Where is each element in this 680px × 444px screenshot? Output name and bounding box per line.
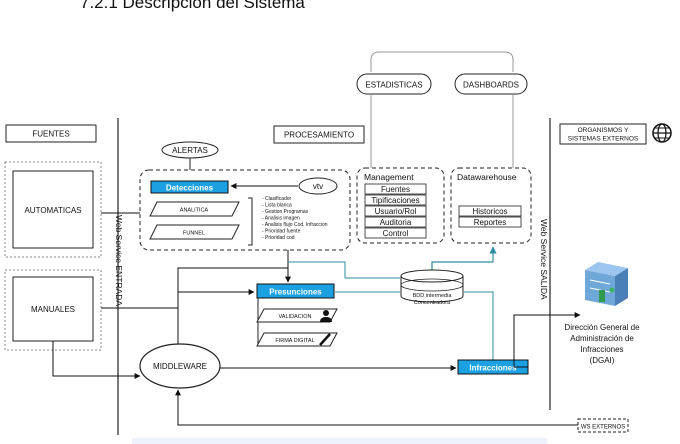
svg-text:FUNNEL: FUNNEL: [183, 231, 205, 237]
svg-text:Historicos: Historicos: [472, 207, 507, 216]
teal-bdd-to-infracciones: [464, 291, 494, 360]
svg-text:- Lista blanca: - Lista blanca: [262, 203, 292, 209]
svg-text:BDD intermedia: BDD intermedia: [413, 293, 453, 299]
svg-text:- Gestion Programas: - Gestion Programas: [262, 209, 309, 215]
ws-externos-box: WS EXTERNOS: [577, 418, 629, 433]
detecciones-items: - Clasificador - Lista blanca - Gestion …: [262, 196, 328, 241]
middleware-node: MIDDLEWARE: [139, 343, 221, 389]
estadisticas-label: ESTADISTICAS: [365, 81, 422, 90]
svg-text:Infracciones: Infracciones: [580, 345, 623, 354]
middleware-to-presunciones: [177, 289, 255, 350]
globe-icon: [652, 123, 672, 143]
validacion-box: VALIDACION: [256, 308, 338, 323]
svg-text:vtv: vtv: [313, 182, 323, 191]
funnel-box: FUNNEL: [149, 224, 240, 240]
ws-salida-label: Web Service SALIDA: [539, 219, 549, 300]
bottom-bar: [132, 438, 547, 444]
middleware-to-detecciones: [177, 267, 288, 350]
datawarehouse-container: [450, 167, 532, 244]
teal-presunciones-to-bdd: [335, 261, 400, 279]
user-icon: [320, 310, 332, 322]
dashboards-label: DASHBOARDS: [463, 81, 519, 90]
svg-text:- Prioridad cod: - Prioridad cod: [262, 235, 295, 241]
svg-text:AUTOMATICAS: AUTOMATICAS: [24, 206, 81, 215]
svg-text:SISTEMAS EXTERNOS: SISTEMAS EXTERNOS: [568, 136, 639, 143]
section-title: 7.2.1 Descripción del Sistema: [80, 0, 305, 12]
fuentes-header: FUENTES: [5, 124, 97, 143]
svg-text:Tipificaciones: Tipificaciones: [371, 196, 419, 205]
pen-icon: [319, 333, 331, 346]
svg-text:- Analisis imagen: - Analisis imagen: [262, 216, 300, 222]
svg-text:Administración de: Administración de: [570, 334, 634, 343]
bdd-database: BDD intermedia Concentradora: [400, 269, 464, 306]
firma-box: FIRMA DIGITAL: [256, 332, 338, 347]
ws-externos-to-middleware: [175, 389, 578, 426]
svg-text:- Clasificador: - Clasificador: [262, 196, 292, 202]
svg-text:FIRMA DIGITAL: FIRMA DIGITAL: [275, 338, 314, 344]
building-icon: [585, 262, 628, 306]
dashboards-node: DASHBOARDS: [454, 73, 528, 95]
detecciones-box: Detecciones: [150, 180, 229, 194]
presunciones-box: Presunciones: [256, 283, 335, 299]
svg-text:Fuentes: Fuentes: [381, 185, 410, 194]
svg-text:(DGAI): (DGAI): [590, 356, 615, 365]
svg-text:Reportes: Reportes: [474, 218, 506, 227]
organismos-header: ORGANISMOS Y SISTEMAS EXTERNOS: [559, 123, 647, 145]
dgai-label: Dirección General de Administración de I…: [564, 323, 640, 365]
svg-text:Control: Control: [383, 229, 409, 238]
infracciones-to-dgai: [513, 312, 581, 368]
manuales-source: MANUALES: [4, 269, 102, 351]
svg-text:MIDDLEWARE: MIDDLEWARE: [153, 362, 207, 371]
svg-text:ORGANISMOS Y: ORGANISMOS Y: [578, 127, 629, 134]
manuales-to-middleware: [52, 341, 141, 379]
vtv-node: vtv: [298, 177, 338, 195]
svg-text:PROCESAMIENTO: PROCESAMIENTO: [284, 131, 354, 140]
datawarehouse-items: Historicos Reportes: [458, 205, 522, 228]
datawarehouse-title: Datawarehouse: [457, 172, 517, 182]
svg-text:Presunciones: Presunciones: [269, 288, 322, 297]
svg-text:ALERTAS: ALERTAS: [172, 146, 208, 155]
automaticas-source: AUTOMATICAS: [4, 161, 102, 258]
teal-bdd-to-datawarehouse: [431, 246, 497, 270]
svg-text:Infracciones: Infracciones: [469, 364, 517, 373]
procesamiento-header: PROCESAMIENTO: [273, 125, 365, 144]
detecciones-container: [139, 169, 351, 251]
top-bracket: [370, 51, 514, 72]
management-container: [356, 167, 445, 244]
svg-text:VALIDACION: VALIDACION: [279, 314, 312, 320]
analitica-box: ANALITICA: [149, 201, 240, 217]
svg-text:MANUALES: MANUALES: [31, 305, 75, 314]
svg-text:Auditoria: Auditoria: [380, 218, 412, 227]
estadisticas-node: ESTADISTICAS: [356, 73, 432, 95]
svg-text:WS EXTERNOS: WS EXTERNOS: [581, 425, 625, 431]
management-items: Fuentes Tipificaciones Usuario/Rol Audit…: [364, 183, 427, 239]
svg-text:FUENTES: FUENTES: [32, 130, 69, 139]
alertas-node: ALERTAS: [161, 141, 219, 159]
svg-text:Dirección General de: Dirección General de: [564, 323, 640, 332]
svg-text:Concentradora: Concentradora: [414, 300, 451, 306]
svg-text:Usuario/Rol: Usuario/Rol: [375, 207, 417, 216]
svg-text:Detecciones: Detecciones: [166, 184, 214, 193]
detecciones-bracket: [248, 197, 253, 246]
svg-text:- Analisis flujo Cod. Infracci: - Analisis flujo Cod. Infraccion: [262, 222, 328, 228]
svg-text:- Prioridad fuente: - Prioridad fuente: [262, 229, 301, 235]
management-title: Management: [364, 172, 414, 182]
svg-text:ANALITICA: ANALITICA: [180, 208, 209, 214]
ws-entrada-label: Web Service ENTRADA: [114, 215, 124, 306]
